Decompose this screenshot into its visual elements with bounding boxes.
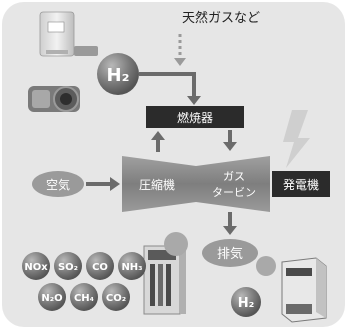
hydrogen-ball-bottom: H₂ [231, 287, 261, 317]
combustor-label: 燃焼器 [177, 110, 213, 125]
combustor-box: 燃焼器 [146, 106, 244, 128]
control-cabinet-image [143, 245, 186, 315]
emissions-group: NOx SO₂ CO NH₃ N₂O CH₄ CO₂ [22, 252, 146, 311]
emission-co2: CO₂ [106, 293, 126, 304]
source-dotted-arrow [174, 34, 186, 66]
emission-nh3: NH₃ [121, 262, 142, 273]
air-label: 空気 [46, 177, 70, 192]
lightning-icon [283, 110, 310, 168]
emission-n2o: N₂O [41, 293, 62, 304]
generator-label: 発電機 [283, 177, 319, 192]
turbine-label-line2: タービン [212, 186, 256, 199]
analyzer-device-image [39, 11, 98, 57]
compressor-label: 圧縮機 [139, 177, 175, 192]
hydrogen-to-combustor-arrow [139, 72, 201, 105]
emission-co: CO [92, 262, 108, 273]
right-unit-bubble [256, 256, 276, 276]
air-inlet: 空気 [32, 171, 84, 197]
emission-ch4: CH₄ [74, 293, 94, 304]
compressor: 圧縮機 [122, 156, 196, 212]
compressor-to-combustor-arrow [151, 131, 165, 152]
hydrogen-label-top: H₂ [107, 65, 130, 86]
source-label: 天然ガスなど [182, 10, 260, 26]
hydrogen-label-bottom: H₂ [238, 296, 255, 311]
hydrogen-analyzer-unit-image [281, 257, 327, 323]
combustor-to-turbine-arrow [223, 130, 237, 151]
cabinet-bubble [164, 232, 188, 256]
gas-detector-device-image [28, 86, 80, 112]
emission-so2: SO₂ [58, 262, 78, 273]
turbine-label-line1: ガス [223, 170, 245, 183]
gas-turbine: ガス タービン [196, 156, 270, 212]
exhaust-label: 排気 [217, 246, 243, 262]
emission-nox: NOx [24, 262, 48, 273]
air-to-compressor-arrow [86, 177, 120, 191]
turbine-to-exhaust-arrow [223, 212, 237, 235]
exhaust-outlet: 排気 [202, 239, 258, 267]
generator-box: 発電機 [272, 171, 330, 197]
hydrogen-ball-top: H₂ [97, 53, 139, 95]
